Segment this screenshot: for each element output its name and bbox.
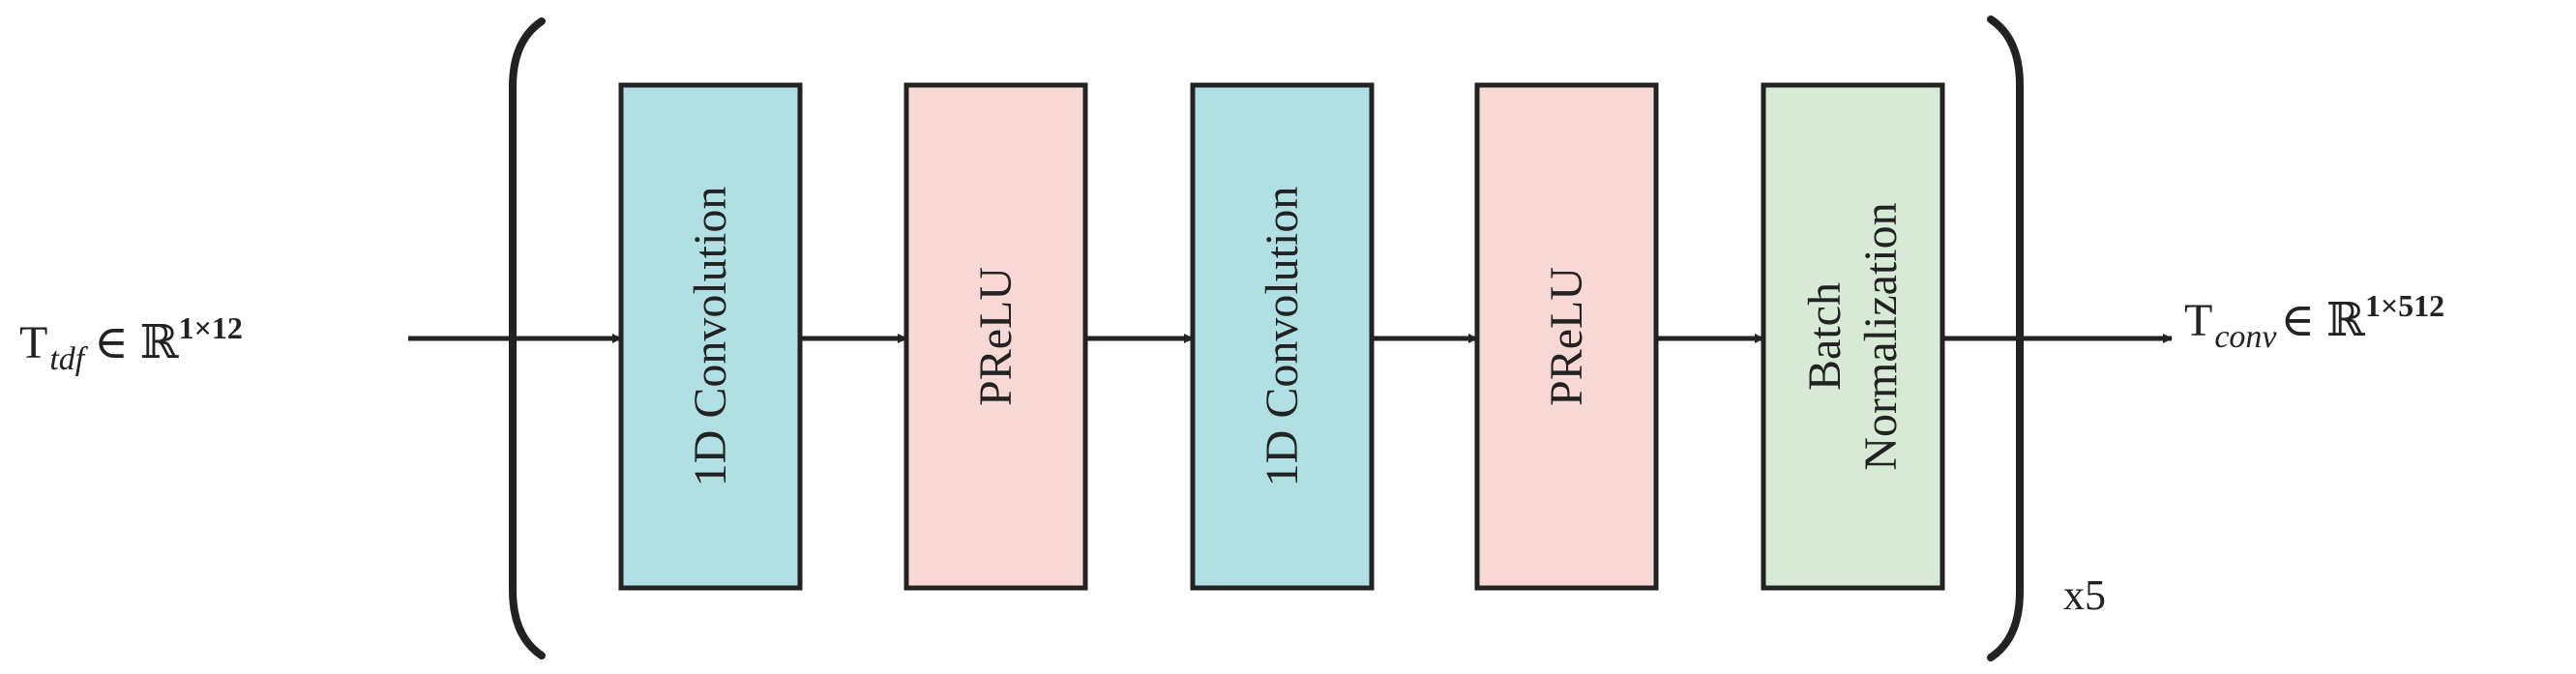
input-subscript: tdf: [49, 341, 88, 377]
block-1: 1D Convolution: [618, 82, 803, 591]
output-label: Tconv∈ ℝ1×512: [2184, 288, 2444, 355]
block-5-label-1: Batch: [1799, 282, 1851, 391]
block-3-label-1: 1D Convolution: [1257, 187, 1308, 487]
output-subscript: conv: [2214, 319, 2277, 355]
block-2-label-1: PReLU: [970, 267, 1022, 406]
input-set-symbol: ∈ ℝ: [94, 317, 179, 368]
output-superscript: 1×512: [2365, 288, 2444, 323]
repeat-label: x5: [2063, 571, 2106, 619]
input-superscript: 1×12: [179, 310, 243, 345]
output-set-symbol: ∈ ℝ: [2281, 295, 2366, 346]
block-4-box: [1474, 82, 1659, 591]
block-4-label-1: PReLU: [1541, 267, 1592, 406]
block-1-label-1: 1D Convolution: [685, 187, 736, 487]
block-5-box: [1761, 82, 1945, 591]
output-symbol: T: [2184, 295, 2212, 346]
block-3: 1D Convolution: [1190, 82, 1375, 591]
block-4: PReLU: [1474, 82, 1659, 591]
block-5-label-2: Normalization: [1855, 202, 1907, 470]
block-2: PReLU: [903, 82, 1088, 591]
input-symbol: T: [19, 317, 47, 368]
input-label: Ttdf∈ ℝ1×12: [19, 310, 243, 377]
